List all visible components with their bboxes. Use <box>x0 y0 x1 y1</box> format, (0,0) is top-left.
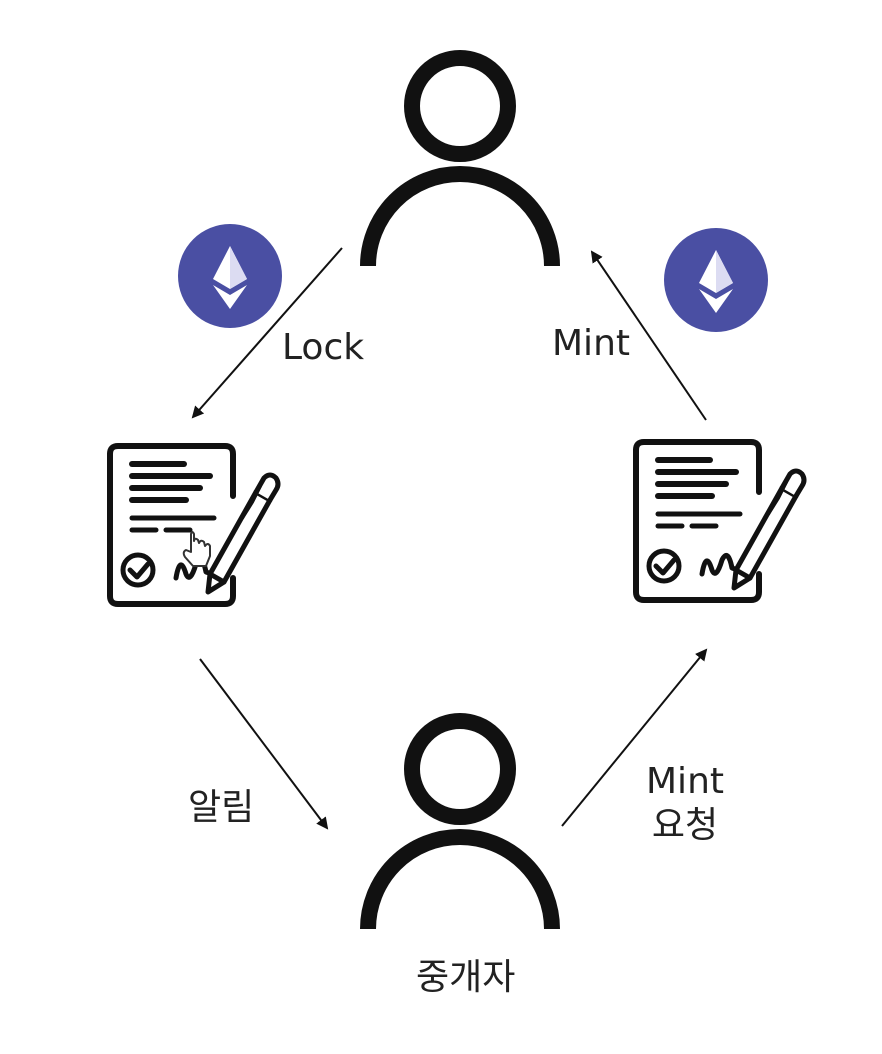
edge-label-mint: Mint <box>552 323 630 364</box>
edge-label-notify: 알림 <box>188 787 255 828</box>
ethereum-icon-left <box>178 224 282 328</box>
arrow-mint-request <box>561 648 708 827</box>
arrow-mint <box>590 250 707 421</box>
user-icon-relayer <box>368 721 552 929</box>
ethereum-icon-right <box>664 228 768 332</box>
node-label-relayer: 중개자 <box>416 957 516 998</box>
hand-cursor-icon <box>182 531 211 567</box>
arrow-lock <box>191 247 343 419</box>
signed-contract-icon-left <box>110 446 278 604</box>
signed-contract-icon-right <box>636 442 804 600</box>
edge-label-mint-request-line2: 요청 <box>651 805 719 846</box>
edge-label-mint-request: Mint 요청 <box>646 760 724 848</box>
edge-label-lock: Lock <box>282 327 365 368</box>
user-icon-top <box>368 58 552 266</box>
edge-label-mint-request-line1: Mint <box>646 761 724 802</box>
arrow-notify <box>199 658 329 830</box>
